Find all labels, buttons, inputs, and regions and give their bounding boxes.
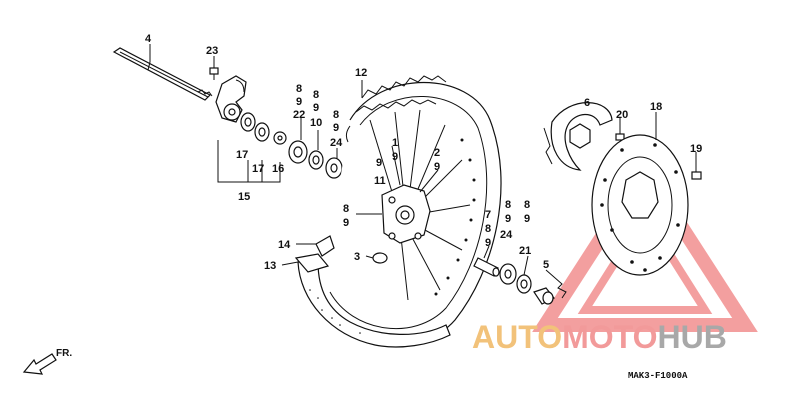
callout-numbers: 4 23 17 17 16 15 8 9 22 8 9 10 8 9 24 12… bbox=[145, 33, 702, 272]
direction-label: FR. bbox=[56, 348, 72, 359]
callout-12: 12 bbox=[355, 67, 367, 79]
bolt-23 bbox=[209, 67, 219, 80]
circlip-3 bbox=[372, 252, 388, 264]
callout-21: 21 bbox=[519, 245, 531, 257]
bearing-24 bbox=[499, 263, 517, 285]
callout-6: 6 bbox=[584, 97, 590, 109]
bolt-19 bbox=[691, 166, 702, 180]
watermark-hub: HUB bbox=[657, 319, 726, 355]
seal-set-left bbox=[240, 112, 287, 145]
callout-9: 9 bbox=[524, 213, 530, 225]
callout-8: 8 bbox=[485, 223, 491, 235]
callout-9: 9 bbox=[505, 213, 511, 225]
bolt-20 bbox=[615, 128, 625, 141]
callout-4: 4 bbox=[145, 33, 152, 45]
callout-9: 9 bbox=[333, 122, 339, 134]
callout-20: 20 bbox=[616, 109, 628, 121]
callout-15: 15 bbox=[238, 191, 250, 203]
leader-5 bbox=[545, 269, 567, 299]
diagram-code: MAK3-F1000A bbox=[628, 371, 688, 381]
front-axle bbox=[112, 47, 213, 101]
axle-holder bbox=[215, 75, 247, 123]
callout-9: 9 bbox=[485, 237, 491, 249]
callout-7: 7 bbox=[485, 209, 491, 221]
collar-5 bbox=[533, 287, 555, 305]
callout-11: 11 bbox=[374, 175, 386, 187]
bearing-set-left bbox=[288, 140, 343, 179]
callout-8: 8 bbox=[343, 203, 349, 215]
callout-17: 17 bbox=[252, 163, 264, 175]
callout-9: 9 bbox=[376, 157, 382, 169]
callout-8: 8 bbox=[524, 199, 530, 211]
front-wheel bbox=[319, 75, 502, 346]
svg-text:AUTOMOTOHUB: AUTOMOTOHUB bbox=[472, 319, 727, 355]
leader-lines bbox=[149, 44, 697, 276]
brake-disc bbox=[591, 134, 689, 276]
seal-21 bbox=[516, 274, 532, 294]
watermark-moto: MOTO bbox=[562, 319, 657, 355]
callout-10: 10 bbox=[310, 117, 322, 129]
disc-cover bbox=[543, 102, 613, 171]
front-fender bbox=[294, 235, 451, 348]
callout-8: 8 bbox=[296, 83, 302, 95]
callout-5: 5 bbox=[543, 259, 549, 271]
watermark-auto: AUTO bbox=[472, 319, 562, 355]
bracket-15 bbox=[217, 140, 281, 183]
callout-23: 23 bbox=[206, 45, 218, 57]
callout-9: 9 bbox=[296, 96, 302, 108]
watermark-text: AUTOMOTOHUB bbox=[472, 319, 727, 355]
callout-9: 9 bbox=[343, 217, 349, 229]
callout-8: 8 bbox=[333, 109, 339, 121]
callout-14: 14 bbox=[278, 239, 291, 251]
callout-2: 2 bbox=[434, 147, 440, 159]
callout-9: 9 bbox=[392, 151, 398, 163]
callout-9: 9 bbox=[313, 102, 319, 114]
callout-17: 17 bbox=[236, 149, 248, 161]
callout-8: 8 bbox=[505, 199, 511, 211]
callout-22: 22 bbox=[293, 109, 305, 121]
callout-24: 24 bbox=[330, 137, 343, 149]
front-direction-arrow: FR. bbox=[22, 348, 72, 375]
rim-spoke-holes bbox=[434, 138, 476, 296]
callout-1: 1 bbox=[392, 137, 398, 149]
callout-24: 24 bbox=[500, 229, 513, 241]
callout-9: 9 bbox=[434, 161, 440, 173]
callout-16: 16 bbox=[272, 163, 284, 175]
callout-18: 18 bbox=[650, 101, 662, 113]
callout-3: 3 bbox=[354, 251, 360, 263]
callout-13: 13 bbox=[264, 260, 276, 272]
callout-8: 8 bbox=[313, 89, 319, 101]
callout-19: 19 bbox=[690, 143, 702, 155]
collar-7 bbox=[473, 257, 500, 277]
